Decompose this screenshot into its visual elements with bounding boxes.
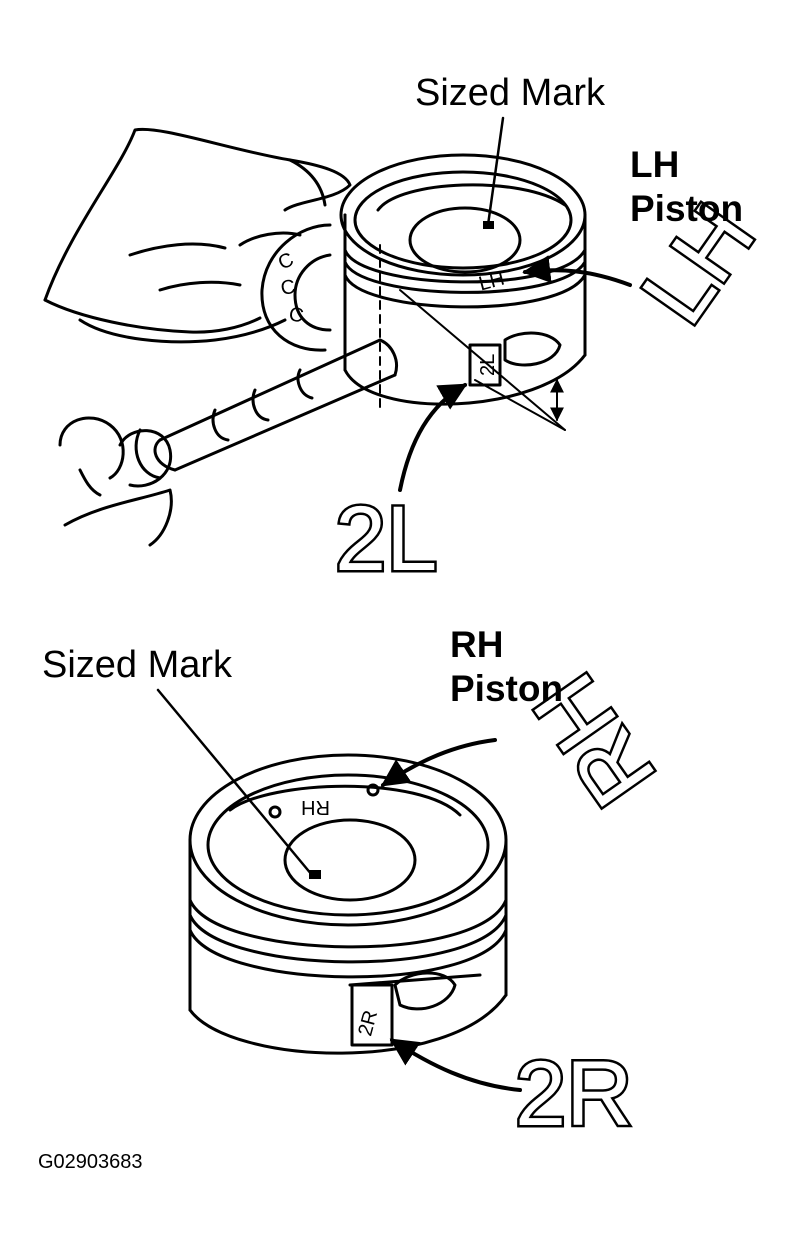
- rh-piston-arrow: [380, 738, 497, 787]
- fingers-drawing: [58, 416, 173, 547]
- hand-drawing: [43, 127, 352, 344]
- micrometer-tool: [134, 338, 398, 480]
- lh-piston-illustration: C C C: [43, 116, 632, 547]
- rh-sized-mark-label: Sized Mark: [42, 644, 233, 686]
- rh-piston-label-line2: Piston: [450, 668, 564, 709]
- rh-code-arrow: [389, 1038, 522, 1092]
- rh-crown-mark: RH: [301, 796, 330, 818]
- rh-piston-body: [188, 753, 508, 1055]
- connecting-rod-ring: C C C: [260, 223, 332, 352]
- lh-piston-label-line1: LH: [630, 144, 680, 185]
- rh-piston-label-line1: RH: [450, 624, 504, 665]
- lh-piston-arrow: [522, 255, 632, 287]
- rh-piston-illustration: [156, 688, 522, 1092]
- lh-small-code: 2L: [477, 354, 499, 376]
- svg-text:C: C: [275, 248, 297, 274]
- rh-sized-mark-dot: [309, 870, 321, 879]
- lh-code-arrow: [398, 383, 468, 492]
- svg-text:C: C: [287, 303, 305, 327]
- lh-sized-mark-label: Sized Mark: [415, 72, 606, 114]
- lh-piston-label-line2: Piston: [630, 188, 744, 229]
- lh-large-code: 2L: [335, 488, 437, 590]
- figure-id: G02903683: [38, 1151, 143, 1173]
- lh-piston-body: [339, 153, 587, 431]
- svg-text:C: C: [279, 276, 297, 300]
- rh-large-code: 2R: [515, 1043, 633, 1145]
